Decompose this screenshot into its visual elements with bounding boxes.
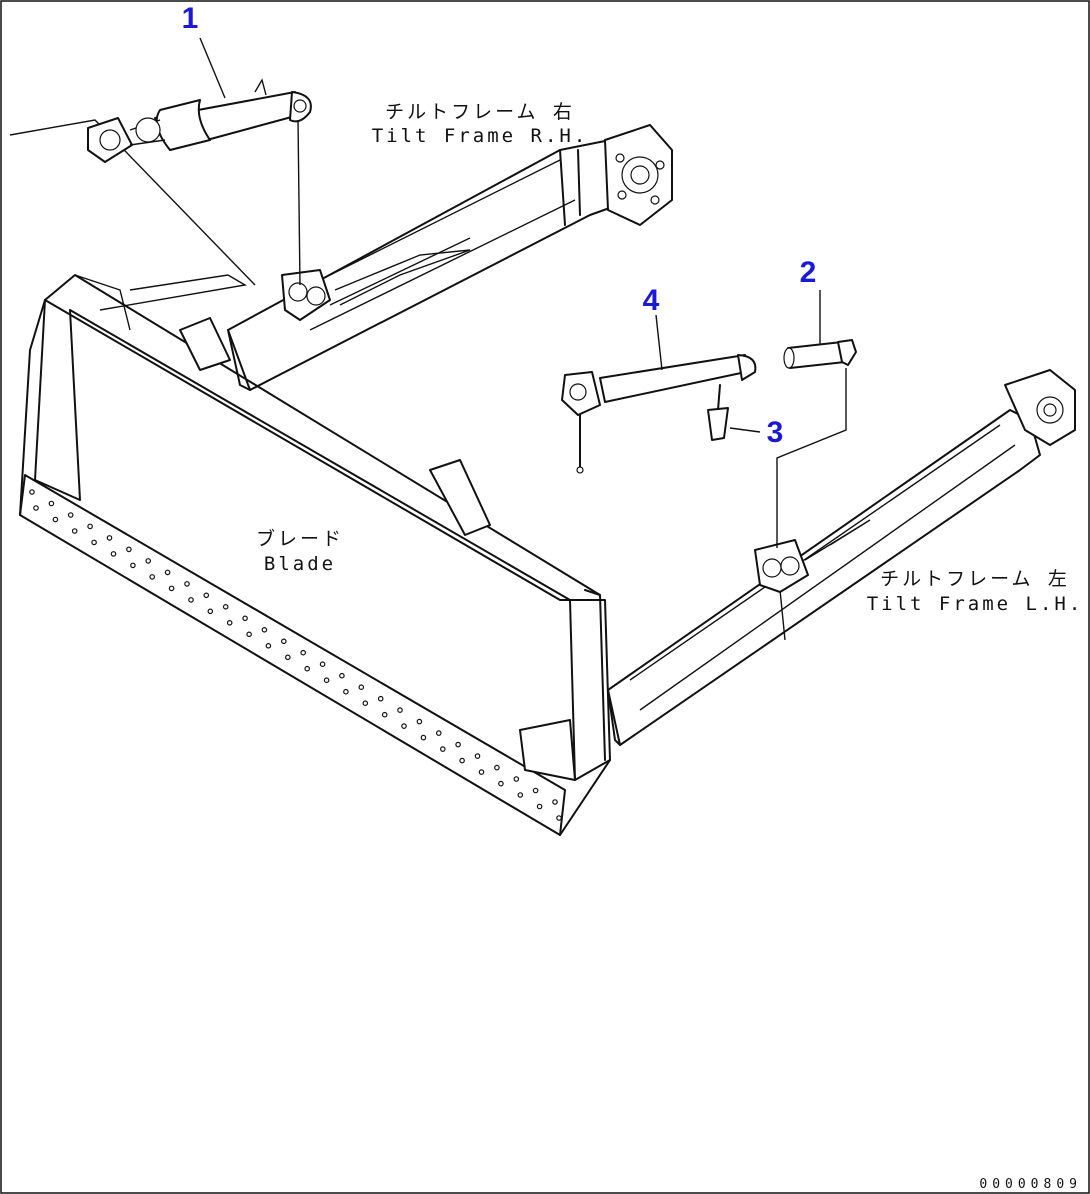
label-tilt-frame-lh-jp: チルトフレーム 左	[880, 568, 1070, 590]
label-blade-jp: ブレード	[256, 527, 344, 550]
callout-4: 4	[643, 284, 660, 317]
leader-lines	[199, 37, 847, 548]
bolt-hole	[459, 757, 465, 764]
cutting-edge-bolt-holes	[29, 489, 562, 821]
bolt-hole	[164, 569, 171, 576]
bolt-hole	[126, 546, 132, 553]
bolt-hole	[556, 815, 562, 821]
callout-3: 3	[767, 416, 784, 449]
bolt-hole	[207, 608, 214, 615]
bolt-hole	[188, 597, 194, 603]
bolt-hole	[323, 677, 330, 684]
bolt-hole	[261, 626, 268, 633]
bolt-hole	[242, 615, 248, 622]
bolt-hole	[106, 535, 113, 541]
callout-2: 2	[800, 256, 817, 289]
bolt-hole	[280, 638, 287, 645]
bolt-hole	[222, 603, 229, 610]
bolt-hole	[532, 787, 539, 794]
bolt-hole	[304, 665, 311, 672]
bolt-hole	[536, 803, 543, 810]
bolt-hole	[265, 642, 272, 649]
label-tilt-frame-lh-en: Tilt Frame L.H.	[867, 593, 1084, 615]
bolt-hole	[145, 558, 152, 564]
blade	[9, 119, 611, 836]
bolt-hole	[29, 489, 35, 495]
bolt-hole	[52, 516, 59, 523]
bolt-hole	[226, 619, 233, 626]
bolt-hole	[343, 688, 349, 695]
label-tilt-frame-rh-en: Tilt Frame R.H.	[372, 125, 589, 147]
part-2-pin	[783, 339, 857, 369]
label-tilt-frame-rh-jp: チルトフレーム 右	[385, 101, 575, 123]
document-number: 00000809	[979, 1177, 1082, 1192]
bolt-hole	[33, 505, 39, 511]
bolt-hole	[513, 776, 520, 782]
bolt-hole	[319, 661, 326, 668]
bolt-hole	[339, 672, 345, 679]
bolt-hole	[71, 528, 78, 534]
bolt-hole	[284, 654, 291, 661]
bolt-hole	[246, 631, 252, 638]
bolt-hole	[478, 769, 485, 775]
part-3-grease-fitting	[707, 384, 729, 441]
bolt-hole	[401, 723, 407, 729]
bolt-hole	[149, 574, 156, 580]
bolt-hole	[203, 592, 210, 599]
bolt-hole	[474, 753, 481, 759]
callout-1: 1	[182, 2, 199, 35]
tilt-frame-rh	[227, 124, 673, 391]
bolt-hole	[455, 741, 461, 748]
bolt-hole	[110, 551, 117, 557]
bolt-hole	[168, 585, 175, 592]
bolt-hole	[517, 792, 524, 798]
label-blade-en: Blade	[264, 553, 336, 575]
bolt-hole	[87, 523, 93, 530]
bolt-hole	[377, 695, 384, 702]
part-4-cylinder	[561, 354, 757, 474]
bolt-hole	[439, 746, 446, 752]
bolt-hole	[498, 780, 504, 787]
bolt-hole	[362, 700, 369, 707]
bolt-hole	[416, 718, 423, 725]
bolt-hole	[184, 581, 190, 587]
bolt-hole	[420, 734, 427, 741]
part-1-tilt-cylinder	[87, 78, 312, 163]
bolt-hole	[435, 730, 442, 736]
bolt-hole	[397, 707, 403, 713]
bolt-hole	[494, 764, 500, 771]
bolt-hole	[381, 711, 388, 718]
bolt-hole	[358, 684, 365, 691]
bolt-hole	[300, 649, 307, 656]
bolt-hole	[48, 500, 55, 507]
bolt-hole	[67, 512, 74, 518]
bolt-hole	[130, 562, 136, 569]
bolt-hole	[91, 539, 97, 546]
bolt-hole	[552, 799, 558, 805]
tilt-frame-lh	[607, 369, 1076, 746]
